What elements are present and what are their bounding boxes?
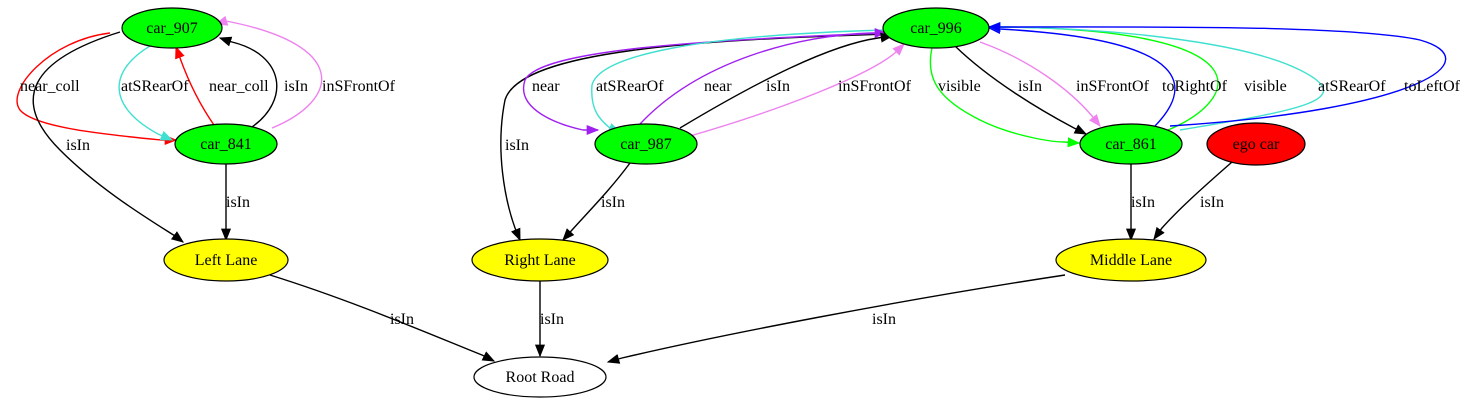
edge-label-isin: isIn xyxy=(284,78,308,95)
edge-label-near-coll: near_coll xyxy=(20,78,80,95)
node-label-right-lane: Right Lane xyxy=(504,252,576,269)
edge-label-isin: isIn xyxy=(1131,194,1155,211)
edge-label-isin: isIn xyxy=(390,311,414,328)
node-middle-lane[interactable]: Middle Lane xyxy=(1055,238,1207,282)
edge-label-toleftof: toLeftOf xyxy=(1404,78,1461,95)
edge-label-near: near xyxy=(532,78,560,95)
node-car-996[interactable]: car_996 xyxy=(882,7,990,49)
edge-car_861-to-car_996-atsrearof xyxy=(987,21,1325,131)
edge-label-visible: visible xyxy=(1244,78,1287,95)
node-car-987[interactable]: car_987 xyxy=(594,123,698,165)
node-label-car-841: car_841 xyxy=(200,136,252,153)
edge-label-near-coll: near_coll xyxy=(209,78,269,95)
edge-car_987-to-right_lane-isin xyxy=(562,162,631,241)
node-shape-car-907 xyxy=(121,7,223,49)
edge-car_996-to-car_861-isin xyxy=(954,45,1088,135)
node-shape-right-lane xyxy=(471,238,609,282)
edge-left_lane-to-root_road-isin xyxy=(269,274,496,362)
edge-car_987-to-car_996-near xyxy=(639,27,888,125)
edge-car_861-to-car_996-torightof xyxy=(987,24,1176,127)
node-label-ego-car: ego car xyxy=(1233,136,1280,153)
node-shape-middle-lane xyxy=(1055,238,1207,282)
node-shape-root-road xyxy=(473,356,607,398)
edge-label-isin: isIn xyxy=(226,194,250,211)
node-shape-car-841 xyxy=(174,123,278,165)
node-shape-ego-car xyxy=(1206,122,1306,166)
node-car-861[interactable]: car_861 xyxy=(1079,123,1183,165)
edge-label-insfrontof: inSFrontOf xyxy=(1076,78,1150,95)
edge-layer xyxy=(16,15,1447,364)
edge-car_907-to-car_841-near-coll xyxy=(16,32,178,146)
node-shape-car-996 xyxy=(882,7,990,49)
edge-car_987-to-car_996-isin xyxy=(679,32,894,129)
node-shape-left-lane xyxy=(163,238,289,282)
edge-label-isin: isIn xyxy=(601,194,625,211)
node-layer: car_907 car_841 car_996 car_987 car_861 ego c… xyxy=(121,7,1306,398)
node-label-left-lane: Left Lane xyxy=(195,252,258,269)
edge-car_987-to-car_996-insfrontof xyxy=(689,43,905,137)
edge-label-isin: isIn xyxy=(1200,194,1224,211)
edge-label-torightof: toRightOf xyxy=(1162,78,1228,95)
edge-label-insfrontof: inSFrontOf xyxy=(838,78,912,95)
edge-car_996-to-car_861-insfrontof xyxy=(979,41,1101,127)
edge-ego_car-to-middle_lane-isin xyxy=(1153,161,1233,241)
node-car-907[interactable]: car_907 xyxy=(121,7,223,49)
node-label-car-907: car_907 xyxy=(146,20,198,37)
edge-label-isin: isIn xyxy=(505,137,529,154)
edge-middle_lane-to-root_road-isin xyxy=(606,274,1066,364)
node-label-car-861: car_861 xyxy=(1105,136,1157,153)
edge-label-insfrontof: inSFrontOf xyxy=(322,78,396,95)
edge-car_907-to-car_841-atsrearof xyxy=(118,45,174,141)
edge-car_996-to-car_987-near xyxy=(522,32,888,136)
edge-label-isin: isIn xyxy=(66,137,90,154)
node-car-841[interactable]: car_841 xyxy=(174,123,278,165)
edge-label-atsrearof: atSRearOf xyxy=(121,78,189,95)
edge-car_841-to-car_907-insfrontof xyxy=(214,15,323,129)
node-ego-car[interactable]: ego car xyxy=(1206,122,1306,166)
edge-label-isin: isIn xyxy=(1018,78,1042,95)
node-label-root-road: Root Road xyxy=(506,369,575,386)
node-label-middle-lane: Middle Lane xyxy=(1090,252,1172,269)
edge-label-isin: isIn xyxy=(872,311,896,328)
edge-label-isin: isIn xyxy=(766,78,790,95)
edge-label-atsrearof: atSRearOf xyxy=(596,78,664,95)
edge-car_841-to-car_907-near-coll xyxy=(175,45,215,126)
node-label-car-987: car_987 xyxy=(620,136,672,153)
node-shape-car-987 xyxy=(594,123,698,165)
edge-label-near: near xyxy=(704,78,732,95)
edge-car_907-to-left_lane-isin xyxy=(32,31,185,243)
label-layer: near_coll atSRearOf near_coll isIn inSFrontO… xyxy=(20,78,1461,328)
edge-label-atsrearof: atSRearOf xyxy=(1318,78,1386,95)
node-root-road[interactable]: Root Road xyxy=(473,356,607,398)
edge-label-isin: isIn xyxy=(540,311,564,328)
node-label-car-996: car_996 xyxy=(910,20,962,37)
edge-label-visible: visible xyxy=(938,78,981,95)
node-right-lane[interactable]: Right Lane xyxy=(471,238,609,282)
edge-car_996-to-car_987-atsrearof xyxy=(591,29,888,133)
edge-car_841-to-car_907-isin xyxy=(218,36,278,128)
node-shape-car-861 xyxy=(1079,123,1183,165)
node-left-lane[interactable]: Left Lane xyxy=(163,238,289,282)
edge-car_861-to-car_996-toleftof xyxy=(987,21,1447,127)
edge-car_996-to-car_861-visible xyxy=(929,47,1081,148)
